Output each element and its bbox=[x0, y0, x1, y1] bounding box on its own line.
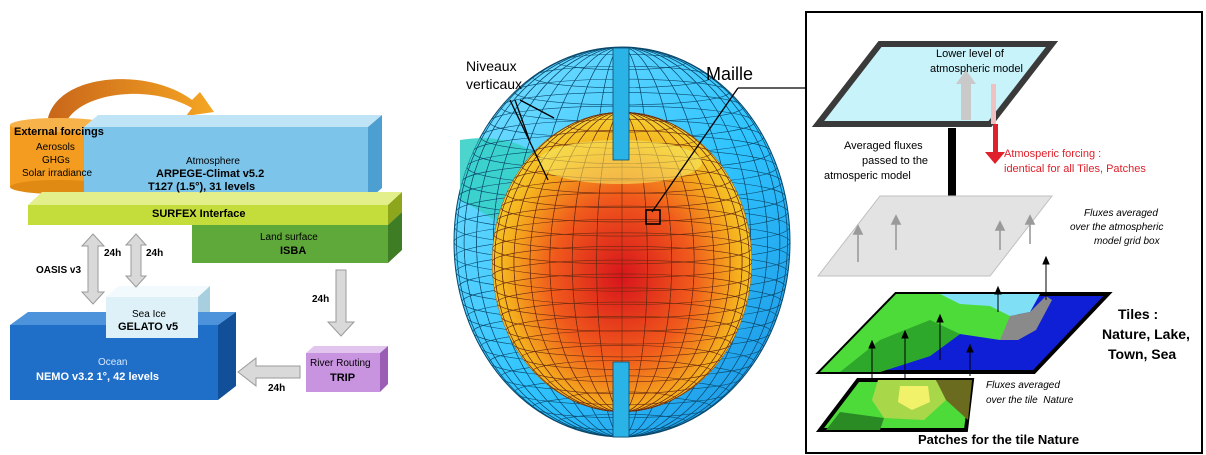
grid-longitude-line bbox=[501, 112, 743, 412]
atmosphere-resolution-label: T127 (1.5°), 31 levels bbox=[148, 181, 256, 193]
tiles-label-line2: Nature, Lake, bbox=[1102, 326, 1190, 342]
atm-level-label-line2: atmospheric model bbox=[930, 63, 1023, 75]
freq-label-seaice: 24h bbox=[146, 248, 164, 259]
atmosphere-box bbox=[84, 115, 382, 200]
surfex-label: SURFEX Interface bbox=[152, 208, 246, 220]
sea-ice-model-label: GELATO v5 bbox=[118, 321, 179, 333]
forcing-ghgs-label: GHGs bbox=[42, 155, 70, 166]
averaged-flux-arrow-icon bbox=[948, 128, 956, 228]
tile-nature-fluxes-label-line1: Fluxes averaged bbox=[986, 380, 1060, 391]
grid-longitude-line bbox=[513, 112, 731, 412]
river-routing-label: River Routing bbox=[310, 358, 371, 369]
grid-longitude-line bbox=[456, 47, 788, 437]
right-panel-frame bbox=[805, 11, 1203, 454]
coupling-arrow-ocean-icon bbox=[80, 233, 106, 305]
tiles-label-line3: Town, Sea bbox=[1108, 346, 1177, 362]
atmosphere-model-label: ARPEGE-Climat v5.2 bbox=[156, 168, 265, 180]
atmospheric-forcing-arrow-icon bbox=[985, 124, 1005, 164]
forcing-aerosols-label: Aerosols bbox=[36, 142, 75, 153]
avg-fluxes-label-line1: Averaged fluxes bbox=[844, 140, 923, 152]
grid-longitude-line bbox=[549, 112, 695, 412]
grid-box-fluxes-label-line3: model grid box bbox=[1094, 236, 1160, 247]
grid-longitude-line bbox=[596, 112, 648, 412]
avg-fluxes-label-line2: passed to the bbox=[862, 155, 929, 167]
atm-level-label-line1: Lower level of bbox=[936, 48, 1004, 60]
grid-box-fluxes-label-line2: over the atmospheric bbox=[1070, 222, 1164, 233]
grid-box-plate bbox=[816, 195, 1054, 277]
forcing-solar-label: Solar irradiance bbox=[22, 168, 93, 179]
runoff-arrow-icon bbox=[326, 269, 356, 337]
river-to-ocean-arrow-icon bbox=[237, 356, 301, 388]
grid-longitude-line bbox=[571, 112, 673, 412]
coupled-model-diagram bbox=[10, 79, 402, 400]
freq-label-river: 24h bbox=[268, 383, 286, 394]
grid-longitude-line bbox=[463, 47, 781, 437]
patches-label: Patches for the tile Nature bbox=[918, 432, 1080, 447]
tiles-plate bbox=[815, 292, 1113, 374]
atm-forcing-label-line1: Atmosperic forcing : bbox=[1004, 148, 1102, 160]
patches-plate bbox=[815, 378, 975, 432]
atm-forcing-label-line2: identical for all Tiles, Patches bbox=[1004, 163, 1146, 175]
forcing-arrow-icon bbox=[48, 79, 214, 122]
land-surface-label: Land surface bbox=[260, 232, 318, 243]
grid-longitude-line bbox=[529, 112, 715, 412]
surfex-interface-slab bbox=[28, 192, 402, 225]
avg-fluxes-label-line3: atmosperic model bbox=[824, 170, 911, 182]
freq-label-runoff: 24h bbox=[312, 294, 330, 305]
river-model-label: TRIP bbox=[330, 372, 356, 384]
atmospheric-level-plate bbox=[811, 41, 1059, 127]
land-surface-box bbox=[192, 212, 402, 263]
freq-label-ocean: 24h bbox=[104, 248, 122, 259]
grid-box-fluxes-label-line1: Fluxes averaged bbox=[1084, 208, 1158, 219]
grid-longitude-line bbox=[494, 112, 750, 412]
ocean-box bbox=[10, 312, 236, 400]
tile-nature-fluxes-label-line2: over the tile Nature bbox=[986, 395, 1074, 406]
tiles-label-line1: Tiles : bbox=[1118, 306, 1159, 322]
sea-ice-label: Sea Ice bbox=[132, 309, 166, 320]
grid-latitude-line bbox=[492, 246, 752, 278]
land-model-label: ISBA bbox=[280, 245, 307, 257]
cell-label: Maille bbox=[706, 64, 754, 84]
vertical-levels-label-line2: verticaux bbox=[466, 76, 523, 92]
external-forcings-title: External forcings bbox=[14, 126, 104, 138]
atmospheric-grid-sphere bbox=[453, 46, 806, 438]
vertical-levels-label-line1: Niveaux bbox=[466, 58, 517, 74]
river-routing-box bbox=[306, 346, 388, 392]
coupler-label: OASIS v3 bbox=[36, 265, 82, 276]
grid-longitude-line bbox=[476, 47, 768, 437]
ocean-label: Ocean bbox=[98, 357, 128, 368]
ocean-model-label: NEMO v3.2 1°, 42 levels bbox=[36, 371, 160, 383]
tiles-patches-diagram bbox=[805, 11, 1203, 454]
coupling-arrow-seaice-icon bbox=[124, 233, 148, 288]
atmosphere-label: Atmosphere bbox=[186, 156, 240, 167]
